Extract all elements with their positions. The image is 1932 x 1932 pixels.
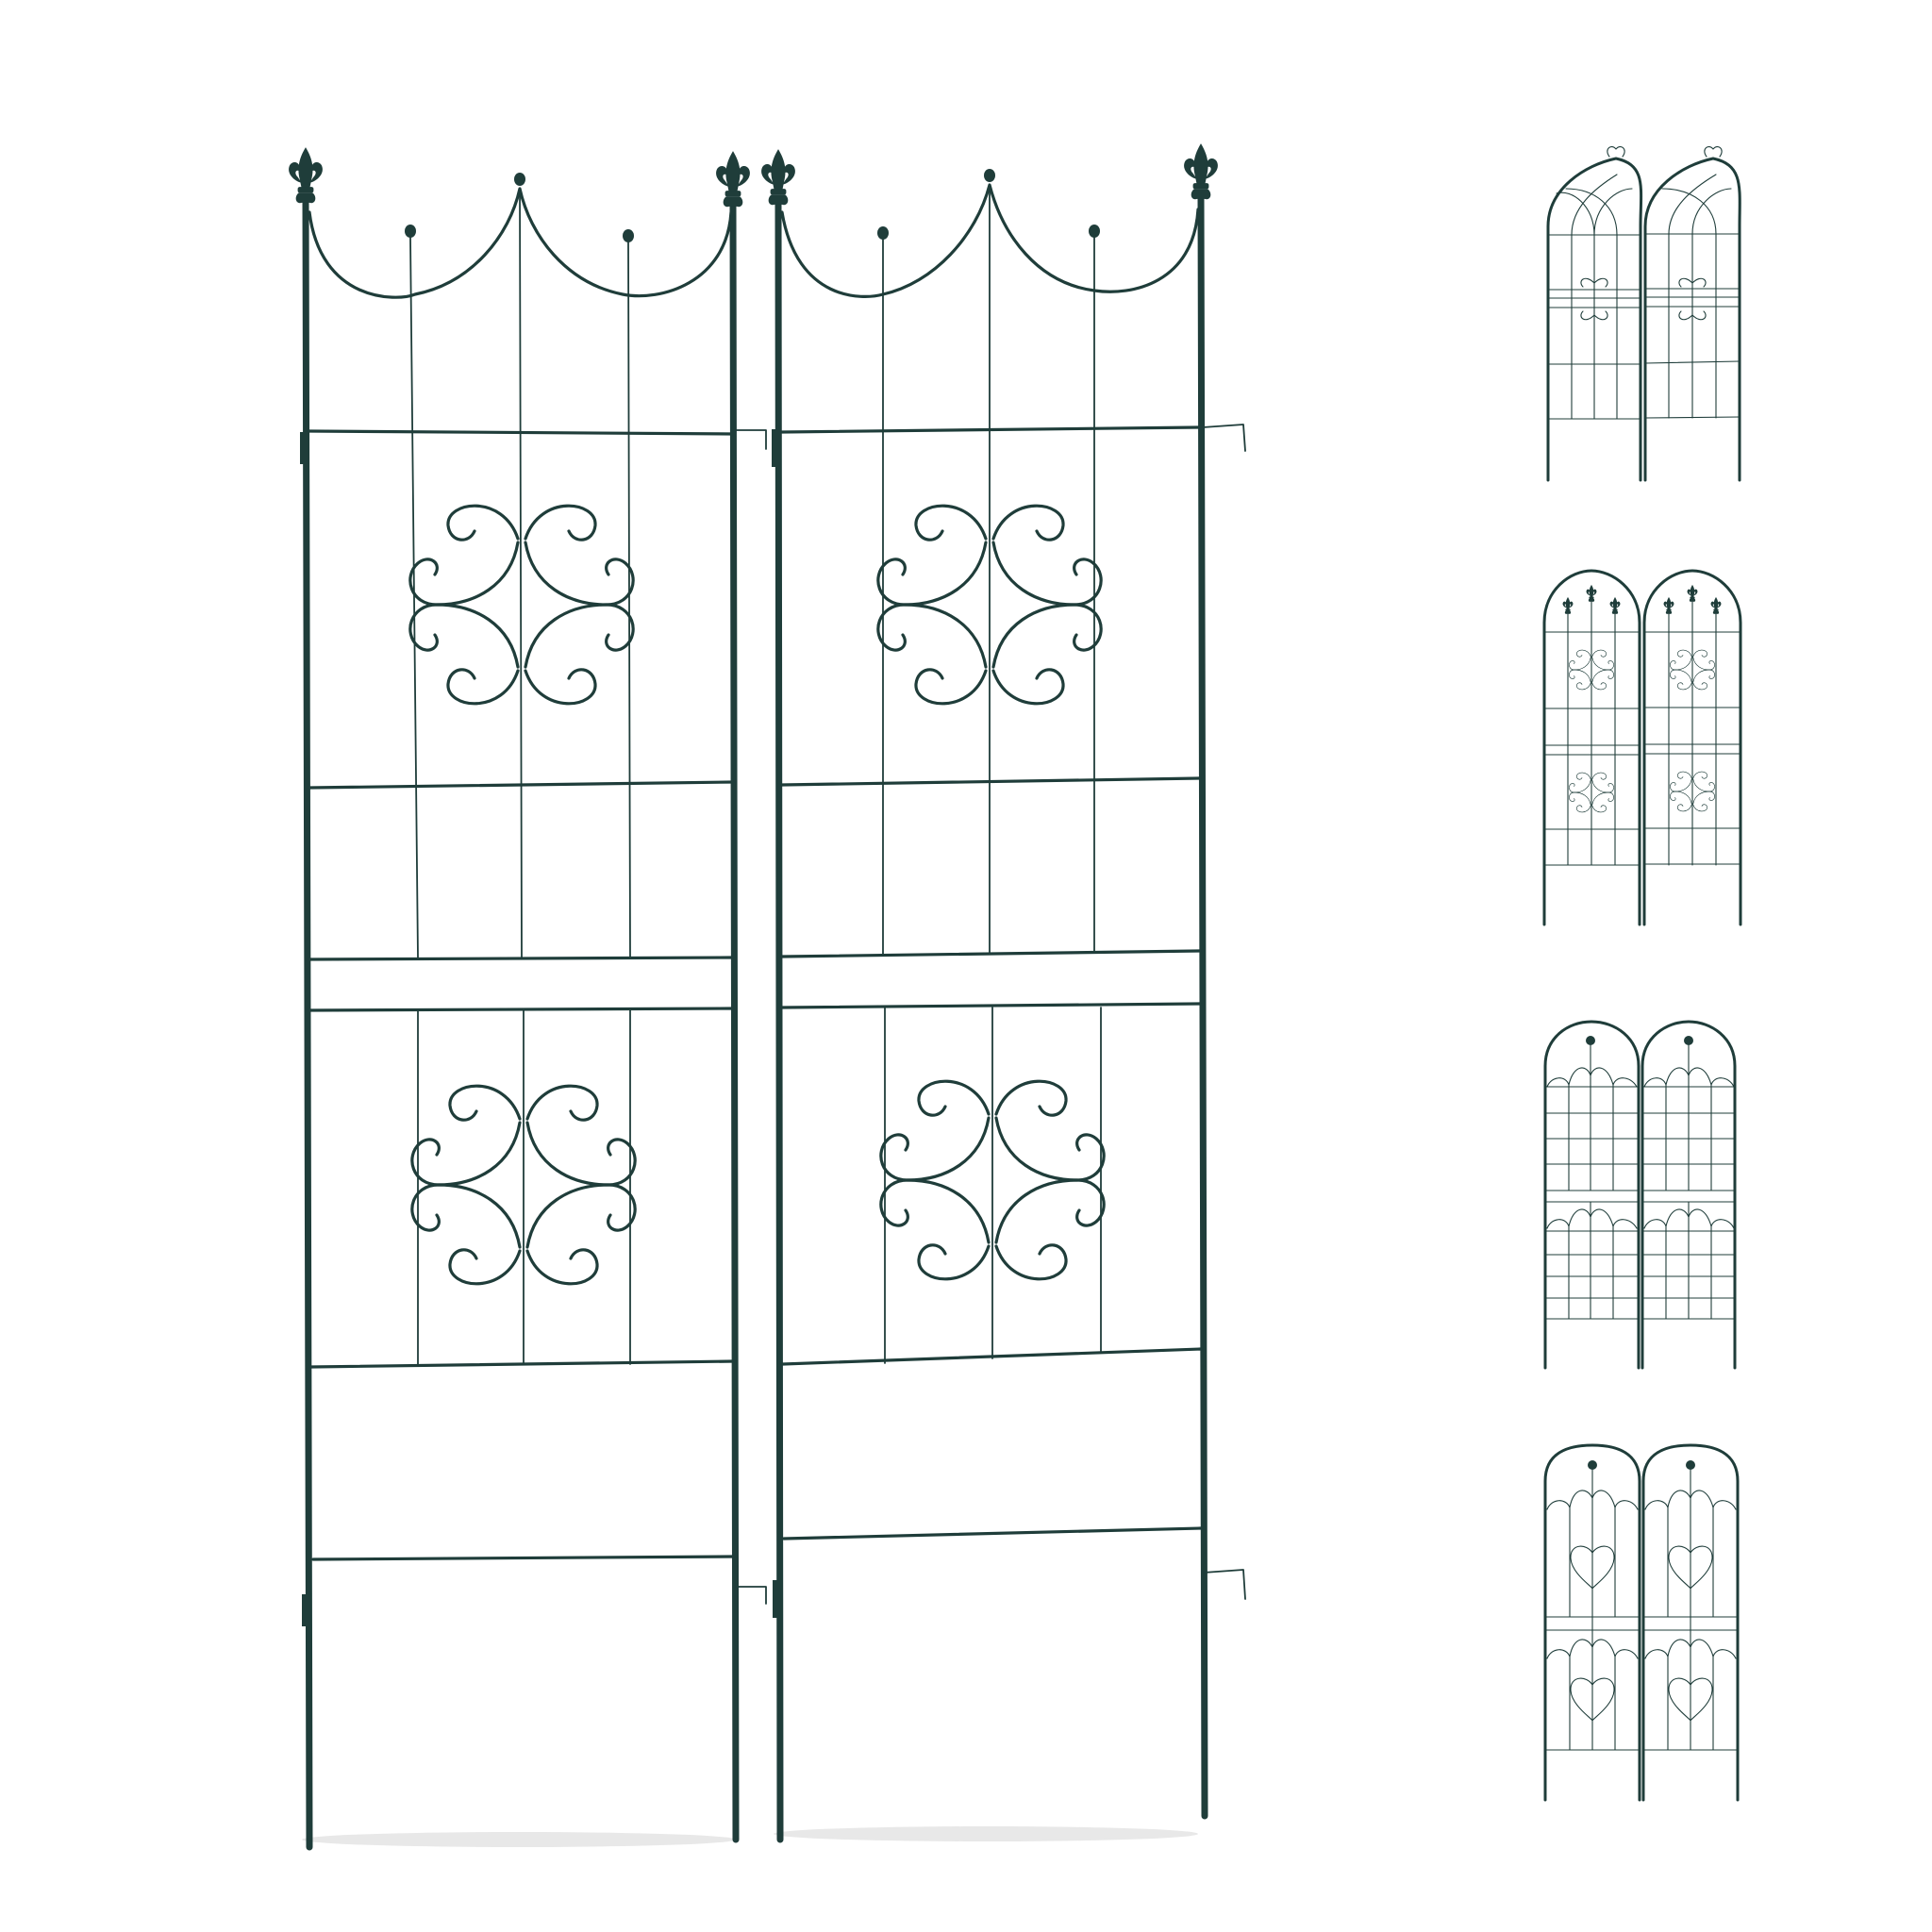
- thumb-panel: [1641, 1020, 1737, 1370]
- trellis-panel-right: [761, 143, 1246, 1843]
- ball-finial-icon: [984, 169, 995, 182]
- fleur-de-lis-finial-icon: [716, 151, 750, 208]
- thumb-panel: [1543, 1443, 1641, 1802]
- ball-finial-icon: [514, 173, 525, 186]
- heart-ornament-icon: [1570, 1545, 1615, 1590]
- rosette-icon: [1586, 1036, 1595, 1045]
- variant-thumbnail-4[interactable]: [1543, 1443, 1740, 1802]
- thumb-panel: [1542, 569, 1641, 926]
- ball-finial-icon: [623, 229, 634, 242]
- right-post: [729, 199, 740, 1843]
- variant-thumbnail-3[interactable]: [1543, 1020, 1737, 1370]
- thumb-panel: [1643, 146, 1741, 482]
- fleur-de-lis-finial-icon: [1710, 596, 1722, 614]
- fleur-de-lis-finial-icon: [1562, 596, 1574, 614]
- thumb-panel: [1543, 1020, 1641, 1370]
- ball-finial-icon: [877, 226, 889, 240]
- thumb-panel: [1641, 1443, 1740, 1802]
- rosette-icon: [1588, 1460, 1597, 1470]
- ground-shadow: [302, 1832, 736, 1847]
- thumb-panel: [1546, 146, 1643, 482]
- variant-thumbnail-2[interactable]: [1542, 569, 1742, 926]
- right-post: [1197, 190, 1208, 1820]
- ball-finial-icon: [1089, 225, 1100, 238]
- fleur-de-lis-finial-icon: [1184, 143, 1218, 200]
- fleur-de-lis-finial-icon: [1663, 596, 1674, 614]
- fleur-de-lis-finial-icon: [1687, 584, 1698, 602]
- left-post: [302, 194, 313, 1851]
- ground-shadow: [774, 1826, 1198, 1841]
- fleur-de-lis-finial-icon: [761, 149, 795, 206]
- rosette-icon: [1684, 1036, 1693, 1045]
- heart-ornament-icon: [1668, 1545, 1713, 1590]
- heart-ornament-icon: [1668, 1677, 1713, 1722]
- fleur-de-lis-finial-icon: [289, 147, 323, 204]
- fleur-de-lis-finial-icon: [1609, 596, 1621, 614]
- heart-ornament-icon: [1570, 1677, 1615, 1722]
- fleur-de-lis-finial-icon: [1586, 584, 1597, 602]
- trellis-panel-left: [289, 147, 767, 1851]
- left-post: [774, 199, 784, 1843]
- variant-thumbnail-1[interactable]: [1546, 146, 1741, 482]
- ball-finial-icon: [405, 225, 416, 238]
- rosette-icon: [1686, 1460, 1695, 1470]
- thumb-panel: [1642, 569, 1742, 926]
